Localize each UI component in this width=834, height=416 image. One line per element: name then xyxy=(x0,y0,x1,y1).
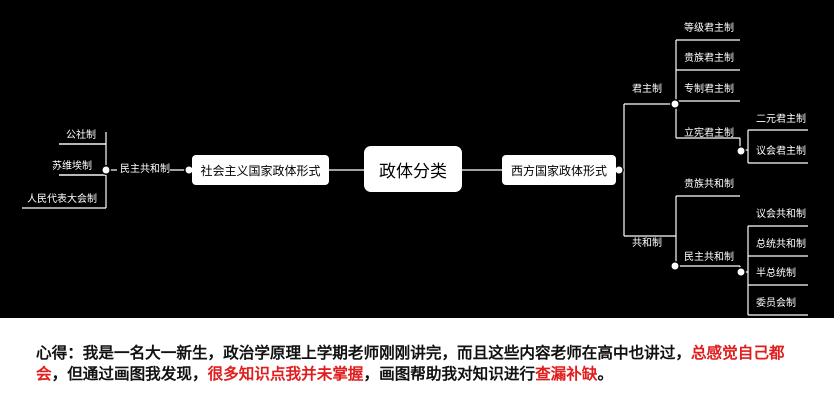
node-socialist-forms[interactable]: 社会主义国家政体形式 xyxy=(192,155,329,185)
leaf-semi-presidential[interactable]: 半总统制 xyxy=(756,268,796,279)
leaf-absolute-monarchy[interactable]: 专制君主制 xyxy=(684,84,734,95)
leaf-soviet[interactable]: 苏维埃制 xyxy=(52,161,92,172)
node-left-democratic-republic[interactable]: 民主共和制 xyxy=(120,164,170,175)
leaf-aristocratic-monarchy[interactable]: 贵族君主制 xyxy=(684,53,734,64)
root-node[interactable]: 政体分类 xyxy=(364,146,462,192)
mind-map-canvas: 政体分类 社会主义国家政体形式 民主共和制 公社制 苏维埃制 人民代表大会制 西… xyxy=(0,0,834,318)
note-text: 心得：我是一名大一新生，政治学原理上学期老师刚刚讲完，而且这些内容老师在高中也讲… xyxy=(36,344,691,362)
reflection-note: 心得：我是一名大一新生，政治学原理上学期老师刚刚讲完，而且这些内容老师在高中也讲… xyxy=(36,343,811,385)
collapse-dot xyxy=(736,267,746,277)
node-western-forms[interactable]: 西方国家政体形式 xyxy=(502,155,616,185)
note-highlight: 总感觉自己都会 xyxy=(36,344,785,383)
node-republic[interactable]: 共和制 xyxy=(632,238,662,249)
note-text: ，画图帮助我对知识进行 xyxy=(363,365,536,383)
leaf-aristocratic-republic[interactable]: 贵族共和制 xyxy=(684,179,734,190)
node-monarchy[interactable]: 君主制 xyxy=(632,84,662,95)
leaf-parliamentary-monarchy[interactable]: 议会君主制 xyxy=(756,146,806,157)
leaf-estate-monarchy[interactable]: 等级君主制 xyxy=(684,23,734,34)
collapse-dot xyxy=(101,165,111,175)
note-text: ，但通过画图我发现， xyxy=(51,365,208,383)
leaf-parliamentary-republic[interactable]: 议会共和制 xyxy=(756,209,806,220)
leaf-directorial[interactable]: 委员会制 xyxy=(756,298,796,309)
leaf-constitutional-monarchy[interactable]: 立宪君主制 xyxy=(684,128,734,139)
leaf-presidential-republic[interactable]: 总统共和制 xyxy=(756,239,806,250)
note-highlight: 查漏补缺 xyxy=(535,365,598,383)
note-text: 。 xyxy=(597,365,614,383)
collapse-dot xyxy=(736,146,746,156)
leaf-commune[interactable]: 公社制 xyxy=(66,130,96,141)
leaf-dual-monarchy[interactable]: 二元君主制 xyxy=(756,114,806,125)
collapse-dot xyxy=(614,165,624,175)
collapse-dot xyxy=(670,99,680,109)
note-highlight: 很多知识点我并未掌握 xyxy=(207,365,364,383)
connector-lines xyxy=(22,39,808,316)
node-right-democratic-republic[interactable]: 民主共和制 xyxy=(684,252,734,263)
leaf-peoples-congress[interactable]: 人民代表大会制 xyxy=(27,194,97,205)
collapse-dot xyxy=(670,261,680,271)
